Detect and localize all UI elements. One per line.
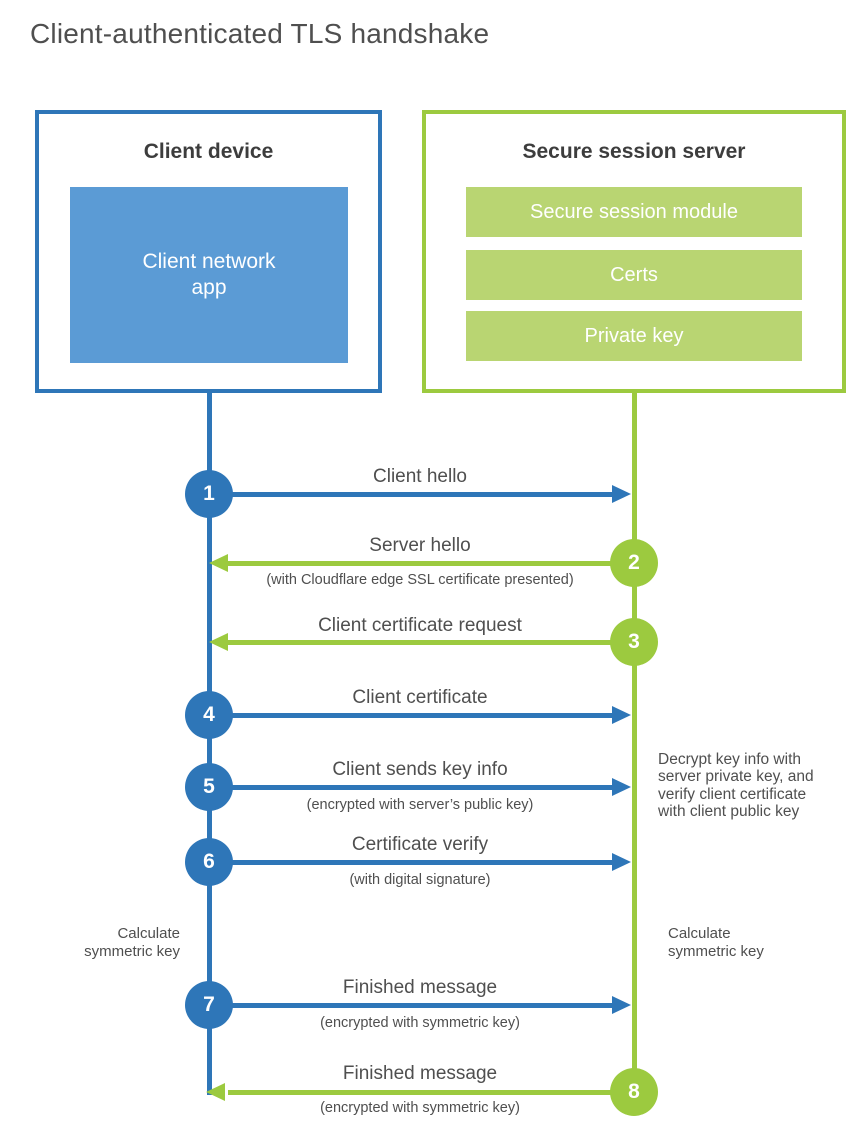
step-6-arrowhead-icon	[612, 853, 631, 871]
step-8-circle: 8	[610, 1068, 658, 1116]
step-3-label: Client certificate request	[318, 615, 522, 636]
step-4-arrowhead-icon	[612, 706, 631, 724]
step-8-sublabel: (encrypted with symmetric key)	[320, 1100, 520, 1116]
server-box: Secure session server Secure session mod…	[422, 110, 846, 393]
step-3-arrow-line	[228, 640, 611, 645]
calculate-symmetric-key-left-note: Calculate symmetric key	[84, 925, 180, 960]
step-7-arrow-line	[231, 1003, 612, 1008]
step-7-sublabel: (encrypted with symmetric key)	[320, 1015, 520, 1031]
step-5-circle: 5	[185, 763, 233, 811]
server-module-private-key: Private key	[466, 311, 802, 361]
step-2-sublabel: (with Cloudflare edge SSL certificate pr…	[266, 572, 574, 588]
step-7-arrowhead-icon	[612, 996, 631, 1014]
step-1-circle: 1	[185, 470, 233, 518]
step-1-arrow-line	[231, 492, 612, 497]
server-module-secure-session: Secure session module	[466, 187, 802, 237]
server-title: Secure session server	[522, 140, 746, 163]
step-2-circle: 2	[610, 539, 658, 587]
step-6-sublabel: (with digital signature)	[349, 872, 491, 888]
diagram-title: Client-authenticated TLS handshake	[30, 18, 490, 49]
step-4-circle: 4	[185, 691, 233, 739]
step-1-arrowhead-icon	[612, 485, 631, 503]
step-8-arrow-line	[228, 1090, 611, 1095]
client-device-title: Client device	[143, 140, 274, 163]
client-device-box: Client device Client network app	[35, 110, 382, 393]
step-3-arrowhead-icon	[209, 633, 228, 651]
server-module-certs: Certs	[466, 250, 802, 300]
server-lifeline	[632, 391, 637, 1092]
step-2-label: Server hello	[369, 535, 471, 556]
step-3-circle: 3	[610, 618, 658, 666]
step-6-arrow-line	[231, 860, 612, 865]
decrypt-key-info-note: Decrypt key info with server private key…	[658, 751, 814, 821]
step-7-circle: 7	[185, 981, 233, 1029]
step-4-arrow-line	[231, 713, 612, 718]
step-2-arrowhead-icon	[209, 554, 228, 572]
calculate-symmetric-key-right-note: Calculate symmetric key	[668, 925, 764, 960]
step-8-arrowhead-icon	[206, 1083, 225, 1101]
step-2-arrow-line	[228, 561, 611, 566]
step-7-label: Finished message	[342, 977, 498, 998]
step-4-label: Client certificate	[352, 687, 488, 708]
step-5-arrow-line	[231, 785, 612, 790]
step-8-label: Finished message	[342, 1063, 498, 1084]
step-5-arrowhead-icon	[612, 778, 631, 796]
step-5-sublabel: (encrypted with server’s public key)	[306, 797, 534, 813]
step-5-label: Client sends key info	[332, 759, 508, 780]
client-lifeline	[207, 391, 212, 1095]
client-network-app-box: Client network app	[70, 187, 348, 363]
step-6-circle: 6	[185, 838, 233, 886]
step-1-label: Client hello	[373, 466, 467, 487]
step-6-label: Certificate verify	[351, 834, 489, 855]
